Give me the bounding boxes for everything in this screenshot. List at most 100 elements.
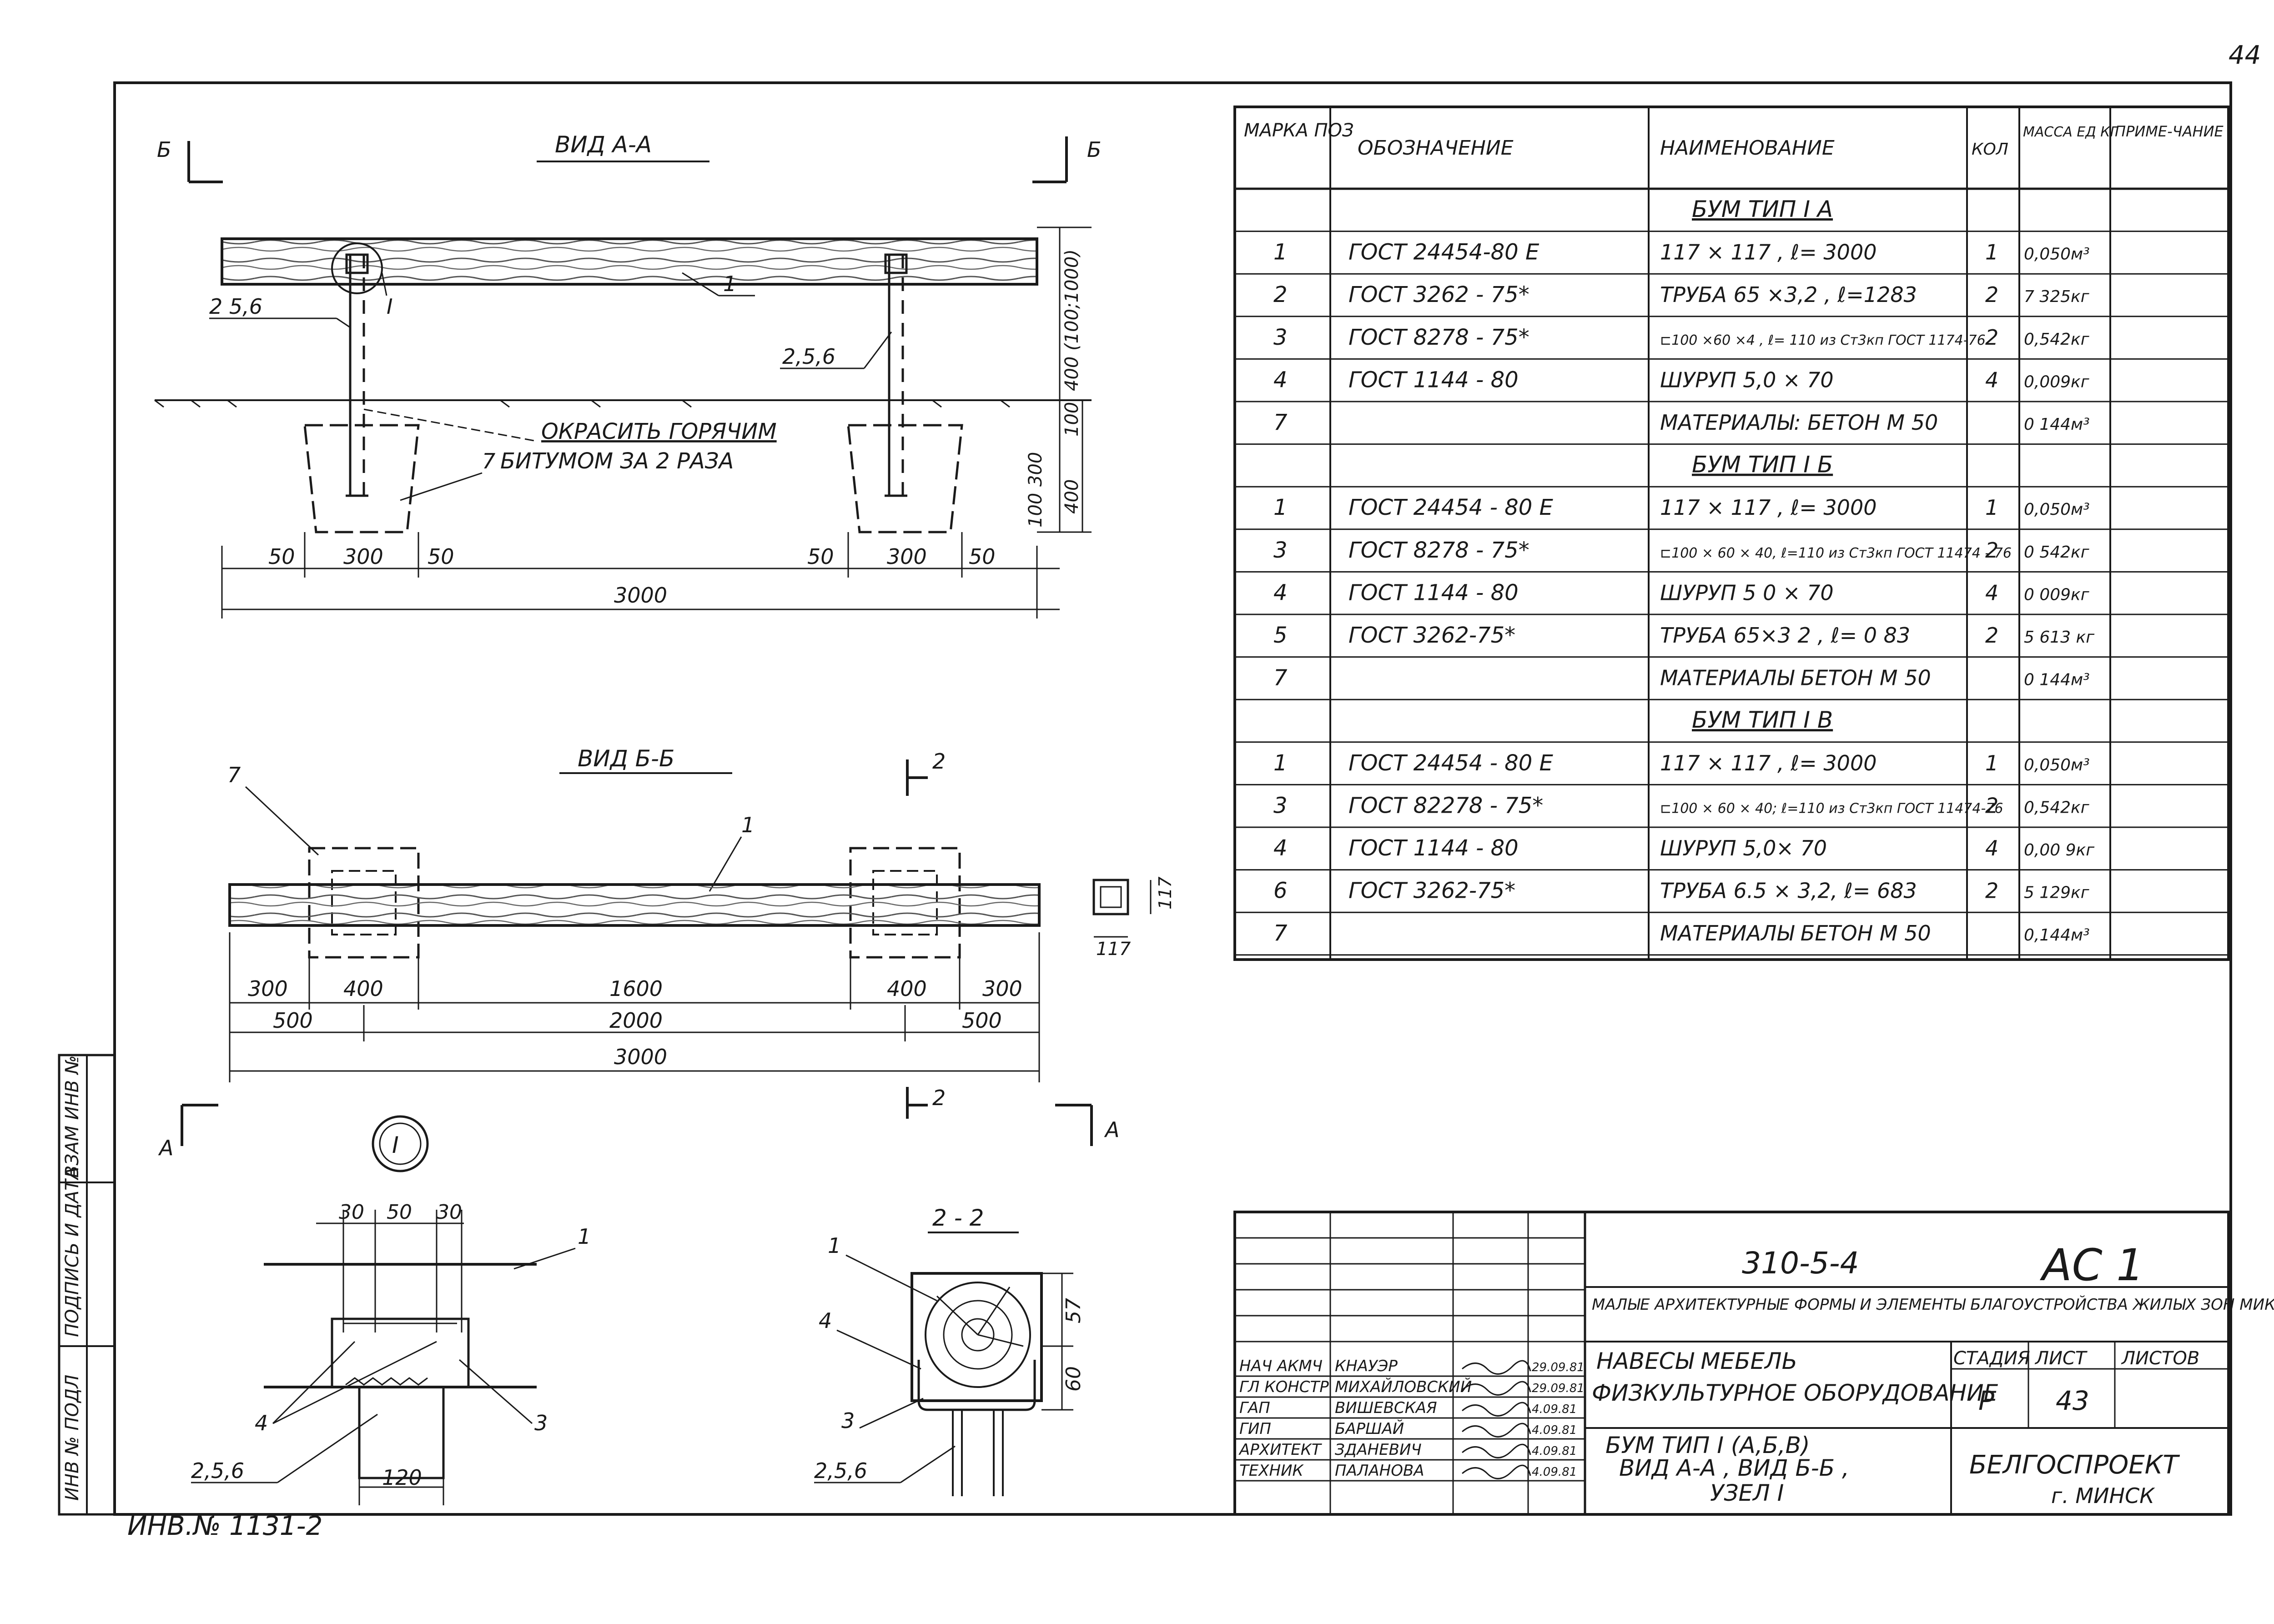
spec-cell-name: ТРУБА 6.5 × 3,2, ℓ= 683 (1660, 879, 1917, 903)
stamp-inv-orig: ИНВ № ПОДЛ (62, 1375, 83, 1501)
section-mark-a-right: А (1104, 1117, 1119, 1142)
spec-cell-pos: 7 (1273, 665, 1288, 691)
spec-cell-mass: 0,050м³ (2024, 500, 2090, 519)
spec-cell-code: ГОСТ 3262-75* (1348, 623, 1515, 648)
dim-aa-300b: 300 (887, 544, 927, 569)
bb-dim-1600: 1600 (609, 976, 663, 1001)
beam-plan (228, 883, 1041, 927)
signature-mark (1462, 1402, 1531, 1417)
bb-dim-300a: 300 (248, 976, 288, 1001)
spec-group-header: БУМ ТИП I В (1692, 707, 1833, 733)
spec-cell-mass: 0 144м³ (2024, 415, 2090, 434)
signature-mark (1462, 1423, 1531, 1438)
spec-cell-code: ГОСТ 24454-80 Е (1348, 240, 1539, 265)
sec22-beam-label: 1 (828, 1233, 841, 1258)
section-2-2: 2 - 2 57 60 1 4 3 2,5,6 (814, 1205, 1085, 1496)
dim-aa-50a: 50 (268, 544, 295, 569)
spec-cell-qty: 2 (1985, 282, 1998, 307)
tb-project-code: 310-5-4 (1742, 1246, 1859, 1281)
dim-aa-v300: 300 (1025, 452, 1046, 487)
side-stamp: ИНВ № ПОДЛ ПОДПИСЬ И ДАТА ВЗАМ ИНВ № (58, 1054, 116, 1516)
tb-person-role: АРХИТЕКТ (1238, 1441, 1322, 1459)
spec-cell-pos: 5 (1273, 623, 1288, 648)
tb-person-date: 4.09.81 (1532, 1465, 1577, 1479)
node-dim-30a: 30 (339, 1201, 364, 1224)
node-pipe-label: 2,5,6 (191, 1458, 244, 1483)
tb-person-date: 4.09.81 (1532, 1423, 1577, 1437)
signature-mark (1462, 1360, 1531, 1375)
tb-person-role: ТЕХНИК (1239, 1462, 1304, 1480)
bb-dim-500a: 500 (273, 1008, 313, 1033)
signature-mark (1462, 1443, 1531, 1458)
tb-person-date: 4.09.81 (1532, 1403, 1577, 1416)
dim-aa-50c: 50 (807, 544, 834, 569)
dim-aa-height: 400 (100;1000) (1062, 249, 1082, 391)
tb-sheets-label: ЛИСТОВ (2121, 1348, 2199, 1369)
spec-cell-code: ГОСТ 8278 - 75* (1348, 325, 1529, 350)
spec-cell-name: 117 × 117 , ℓ= 3000 (1660, 751, 1877, 775)
spec-cell-code: ГОСТ 8278 - 75* (1348, 538, 1529, 563)
tb-sheet: 43 (2056, 1385, 2089, 1416)
tb-person-name: КНАУЭР (1335, 1357, 1398, 1375)
spec-cell-code: ГОСТ 3262-75* (1348, 878, 1515, 904)
spec-cell-mass: 7 325кг (2024, 287, 2090, 306)
tb-person-date: 29.09.81 (1532, 1361, 1585, 1374)
spec-cell-code: ГОСТ 3262 - 75* (1348, 282, 1529, 307)
spec-cell-pos: 4 (1273, 367, 1288, 392)
tb-stage-label: СТАДИЯ (1953, 1348, 2030, 1369)
tb-drawing-line2: ВИД А-А , ВИД Б-Б , (1619, 1455, 1849, 1481)
spec-cell-pos: 1 (1273, 240, 1288, 265)
note-line2: БИТУМОМ ЗА 2 РАЗА (500, 448, 734, 474)
dim-aa-v100a: 100 (1025, 493, 1046, 528)
spec-cell-mass: 0 009кг (2024, 585, 2090, 604)
bb-dim-500b: 500 (962, 1008, 1002, 1033)
node-beam-label: 1 (578, 1224, 591, 1249)
tb-person-role: ГИП (1239, 1420, 1271, 1438)
bb-dim-total: 3000 (614, 1045, 667, 1069)
node-four-label: 4 (255, 1411, 268, 1435)
spec-cell-name: МАТЕРИАЛЫ: БЕТОН М 50 (1660, 410, 1938, 435)
tb-person-date: 29.09.81 (1532, 1382, 1585, 1395)
tb-person-role: НАЧ АКМЧ (1239, 1357, 1323, 1375)
tb-project-name: МАЛЫЕ АРХИТЕКТУРНЫЕ ФОРМЫ И ЭЛЕМЕНТЫ БЛА… (1592, 1295, 2274, 1314)
spec-cell-qty: 2 (1985, 879, 1998, 903)
spec-cell-qty: 4 (1985, 836, 1998, 860)
bb-beam-label: 1 (741, 813, 755, 837)
tb-stage: Р (1978, 1385, 1994, 1416)
spec-header-mass: МАССА ЕД КГ (2023, 124, 2119, 140)
footing-right (847, 424, 963, 533)
spec-cell-name: ⊏100 ×60 ×4 , ℓ= 110 из Ст3кп ГОСТ 1174-… (1660, 332, 1986, 348)
section-mark-b-right: Б (1087, 137, 1102, 162)
stamp-replace-inv: ВЗАМ ИНВ № (62, 1056, 83, 1178)
spec-cell-pos: 4 (1273, 835, 1288, 861)
spec-cell-pos: 7 (1273, 410, 1288, 435)
beam-section-square (1092, 879, 1129, 915)
dim-aa-300a: 300 (343, 544, 383, 569)
spec-cell-qty: 1 (1985, 751, 1998, 775)
spec-cell-qty: 2 (1985, 623, 1998, 648)
spec-cell-pos: 3 (1273, 538, 1288, 563)
spec-cell-name: МАТЕРИАЛЫ БЕТОН М 50 (1660, 921, 1931, 945)
spec-cell-mass: 0 542кг (2024, 543, 2090, 562)
tb-sheet-code: АС 1 (2039, 1240, 2144, 1291)
sec22-h60: 60 (1062, 1366, 1085, 1392)
spec-cell-name: ТРУБА 65 ×3,2 , ℓ=1283 (1660, 282, 1917, 307)
spec-header-qty: КОЛ (1972, 140, 2008, 159)
note-line1: ОКРАСИТЬ ГОРЯЧИМ (541, 419, 777, 444)
bb-dim-300b: 300 (982, 976, 1022, 1001)
view-bb-title: ВИД Б-Б (578, 745, 674, 772)
spec-cell-pos: 3 (1273, 793, 1288, 818)
spec-cell-mass: 0,144м³ (2024, 926, 2090, 945)
section-mark-a-left: А (158, 1136, 173, 1160)
spec-cell-code: ГОСТ 24454 - 80 Е (1348, 495, 1553, 520)
sec22-three-label: 3 (841, 1408, 855, 1433)
tb-person-name: ВИШЕВСКАЯ (1335, 1399, 1437, 1417)
tb-org-city: г. МИНСК (2051, 1483, 2155, 1508)
spec-cell-qty: 4 (1985, 580, 1998, 605)
spec-cell-name: ТРУБА 65×3 2 , ℓ= 0 83 (1660, 623, 1910, 648)
node-three-label: 3 (534, 1411, 548, 1435)
spec-header-name: НАИМЕНОВАНИЕ (1660, 136, 1835, 160)
bb-concrete-label: 7 (227, 763, 241, 787)
section-size-horizontal: 117 (1096, 939, 1131, 960)
spec-cell-name: 117 × 117 , ℓ= 3000 (1660, 495, 1877, 520)
